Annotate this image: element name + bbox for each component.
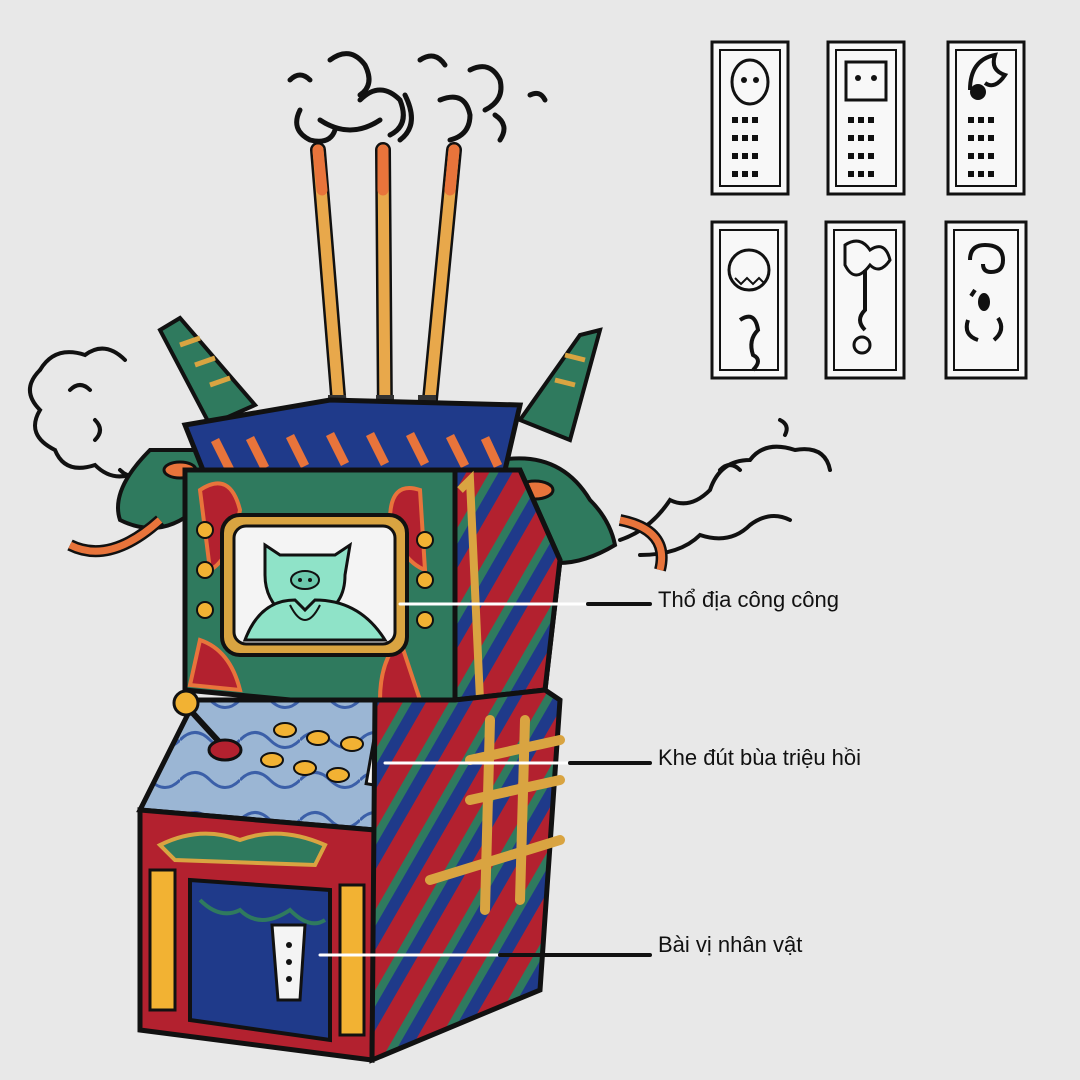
smoke-cloud-icon — [618, 418, 832, 557]
talisman-card-icon — [944, 220, 1028, 380]
arcade-button-icon[interactable] — [340, 736, 364, 752]
joystick-icon[interactable] — [172, 689, 243, 762]
talisman-cards — [710, 40, 1028, 380]
incense-stick-icon — [375, 142, 394, 428]
control-panel — [136, 689, 398, 833]
smoke-cloud-icon — [28, 346, 147, 479]
callout-lines — [318, 602, 652, 957]
arcade-screen — [220, 513, 409, 657]
arcade-button-icon[interactable] — [273, 722, 297, 738]
arcade-button-icon[interactable] — [260, 752, 284, 768]
talisman-card-icon — [710, 220, 788, 380]
incense-stick-icon — [418, 142, 462, 428]
arcade-buttons — [260, 722, 364, 783]
ancestor-tablet[interactable] — [270, 923, 307, 1002]
arcade-button-icon[interactable] — [293, 760, 317, 776]
arcade-button-icon[interactable] — [326, 767, 350, 783]
callout-label-screen: Thổ địa công công — [658, 587, 840, 612]
incense-stick-icon — [310, 142, 348, 428]
arcade-button-icon[interactable] — [306, 730, 330, 746]
earth-god-portrait — [242, 541, 388, 642]
smoke-cloud-icon — [287, 51, 548, 144]
callout-label-tablet: Bài vị nhân vật — [658, 932, 803, 957]
talisman-card-icon — [826, 40, 906, 196]
talisman-card-icon — [946, 40, 1026, 196]
callout-label-slot: Khe đút bùa triệu hồi — [658, 745, 862, 770]
incense-sticks — [310, 142, 462, 428]
talisman-card-icon — [824, 220, 906, 380]
talisman-card-icon — [710, 40, 790, 196]
cabinet-lower — [137, 687, 565, 1064]
